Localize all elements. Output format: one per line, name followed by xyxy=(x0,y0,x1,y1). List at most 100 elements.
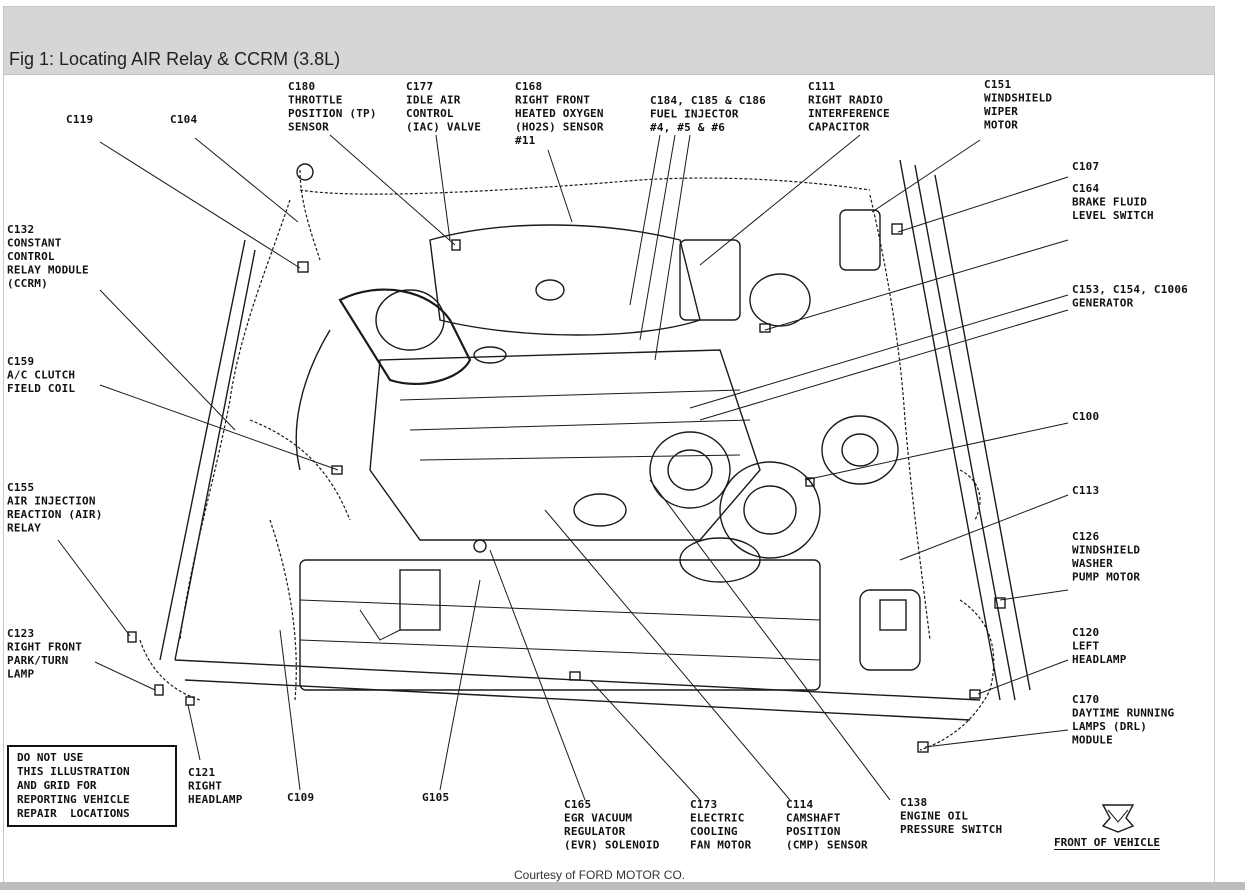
label-line: C120 xyxy=(1072,626,1099,639)
label-line: C132 xyxy=(7,223,34,236)
label-g105: G105 xyxy=(422,791,449,804)
label-line: CAMSHAFT xyxy=(786,812,841,825)
label-line: C168 xyxy=(515,80,542,93)
label-line: #4, #5 & #6 xyxy=(650,121,725,134)
label-line: C100 xyxy=(1072,410,1099,423)
label-line: PARK/TURN xyxy=(7,654,68,667)
label-line: C184, C185 & C186 xyxy=(650,94,766,107)
label-line: CONSTANT xyxy=(7,237,62,250)
label-line: IDLE AIR xyxy=(406,94,461,107)
label-line: (CMP) SENSOR xyxy=(786,839,868,852)
label-line: MOTOR xyxy=(984,119,1018,132)
label-line: C170 xyxy=(1072,693,1099,706)
label-line: C180 xyxy=(288,80,315,93)
label-c109: C109 xyxy=(287,791,314,804)
label-line: LAMPS (DRL) xyxy=(1072,720,1147,733)
label-line: C153, C154, C1006 xyxy=(1072,283,1188,296)
label-line: G105 xyxy=(422,791,449,804)
label-line: RIGHT RADIO xyxy=(808,94,883,107)
label-line: (IAC) VALVE xyxy=(406,121,481,134)
label-line: CAPACITOR xyxy=(808,121,870,134)
label-line: C119 xyxy=(66,113,93,126)
label-line: REACTION (AIR) xyxy=(7,508,103,521)
label-line: MODULE xyxy=(1072,734,1113,747)
label-line: (CCRM) xyxy=(7,277,48,290)
label-line: PRESSURE SWITCH xyxy=(900,823,1002,836)
label-line: ELECTRIC xyxy=(690,812,745,825)
label-line: WINDSHIELD xyxy=(984,92,1052,105)
label-line: HEATED OXYGEN xyxy=(515,107,604,120)
label-line: C121 xyxy=(188,766,215,779)
label-line: C113 xyxy=(1072,484,1099,497)
label-line: RIGHT xyxy=(188,780,222,793)
bottom-scroll-bar xyxy=(0,882,1245,890)
label-line: LEVEL SWITCH xyxy=(1072,209,1154,222)
engine-drawing xyxy=(127,159,1031,753)
label-line: C114 xyxy=(786,798,813,811)
label-line: SENSOR xyxy=(288,121,329,134)
label-line: C109 xyxy=(287,791,314,804)
label-line: A/C CLUTCH xyxy=(7,369,75,382)
label-line: CONTROL xyxy=(406,107,454,120)
label-c107: C107 xyxy=(1072,160,1099,173)
label-line: C165 xyxy=(564,798,591,811)
label-line: HEADLAMP xyxy=(188,793,243,806)
label-line: RELAY MODULE xyxy=(7,264,89,277)
label-line: WASHER xyxy=(1072,557,1113,570)
label-line: C164 xyxy=(1072,182,1099,195)
label-c100: C100 xyxy=(1072,410,1099,423)
courtesy-credit: Courtesy of FORD MOTOR CO. xyxy=(514,868,686,882)
label-line: PUMP MOTOR xyxy=(1072,571,1140,584)
label-line: C126 xyxy=(1072,530,1099,543)
label-line: ENGINE OIL xyxy=(900,810,968,823)
label-line: REGULATOR xyxy=(564,825,626,838)
label-line: POSITION (TP) xyxy=(288,107,377,120)
front-of-vehicle-label: FRONT OF VEHICLE xyxy=(1054,836,1160,850)
label-line: C159 xyxy=(7,355,34,368)
label-line: COOLING xyxy=(690,825,738,838)
label-line: FIELD COIL xyxy=(7,382,75,395)
label-line: GENERATOR xyxy=(1072,297,1134,310)
label-line: RIGHT FRONT xyxy=(515,94,590,107)
label-line: WINDSHIELD xyxy=(1072,544,1140,557)
warning-box: DO NOT USE THIS ILLUSTRATION AND GRID FO… xyxy=(7,745,177,827)
label-line: DAYTIME RUNNING xyxy=(1072,707,1175,720)
label-line: POSITION xyxy=(786,825,841,838)
label-line: LAMP xyxy=(7,668,34,681)
label-line: C111 xyxy=(808,80,835,93)
label-c119: C119 xyxy=(66,113,93,126)
label-line: LEFT xyxy=(1072,640,1099,653)
figure-frame: Fig 1: Locating AIR Relay & CCRM (3.8L) xyxy=(3,6,1215,886)
label-line: INTERFERENCE xyxy=(808,107,890,120)
warning-text: DO NOT USE THIS ILLUSTRATION AND GRID FO… xyxy=(17,751,130,820)
label-line: FUEL INJECTOR xyxy=(650,108,739,121)
label-line: C107 xyxy=(1072,160,1099,173)
label-line: C104 xyxy=(170,113,197,126)
label-line: RIGHT FRONT xyxy=(7,641,82,654)
label-c113: C113 xyxy=(1072,484,1099,497)
leader-lines xyxy=(57,134,1069,801)
label-line: BRAKE FLUID xyxy=(1072,196,1147,209)
label-line: THROTTLE xyxy=(288,94,343,107)
front-arrow-icon xyxy=(1101,804,1135,833)
figure-title: Fig 1: Locating AIR Relay & CCRM (3.8L) xyxy=(9,49,341,69)
label-line: #11 xyxy=(515,134,536,147)
figure-header: Fig 1: Locating AIR Relay & CCRM (3.8L) xyxy=(4,7,1214,75)
